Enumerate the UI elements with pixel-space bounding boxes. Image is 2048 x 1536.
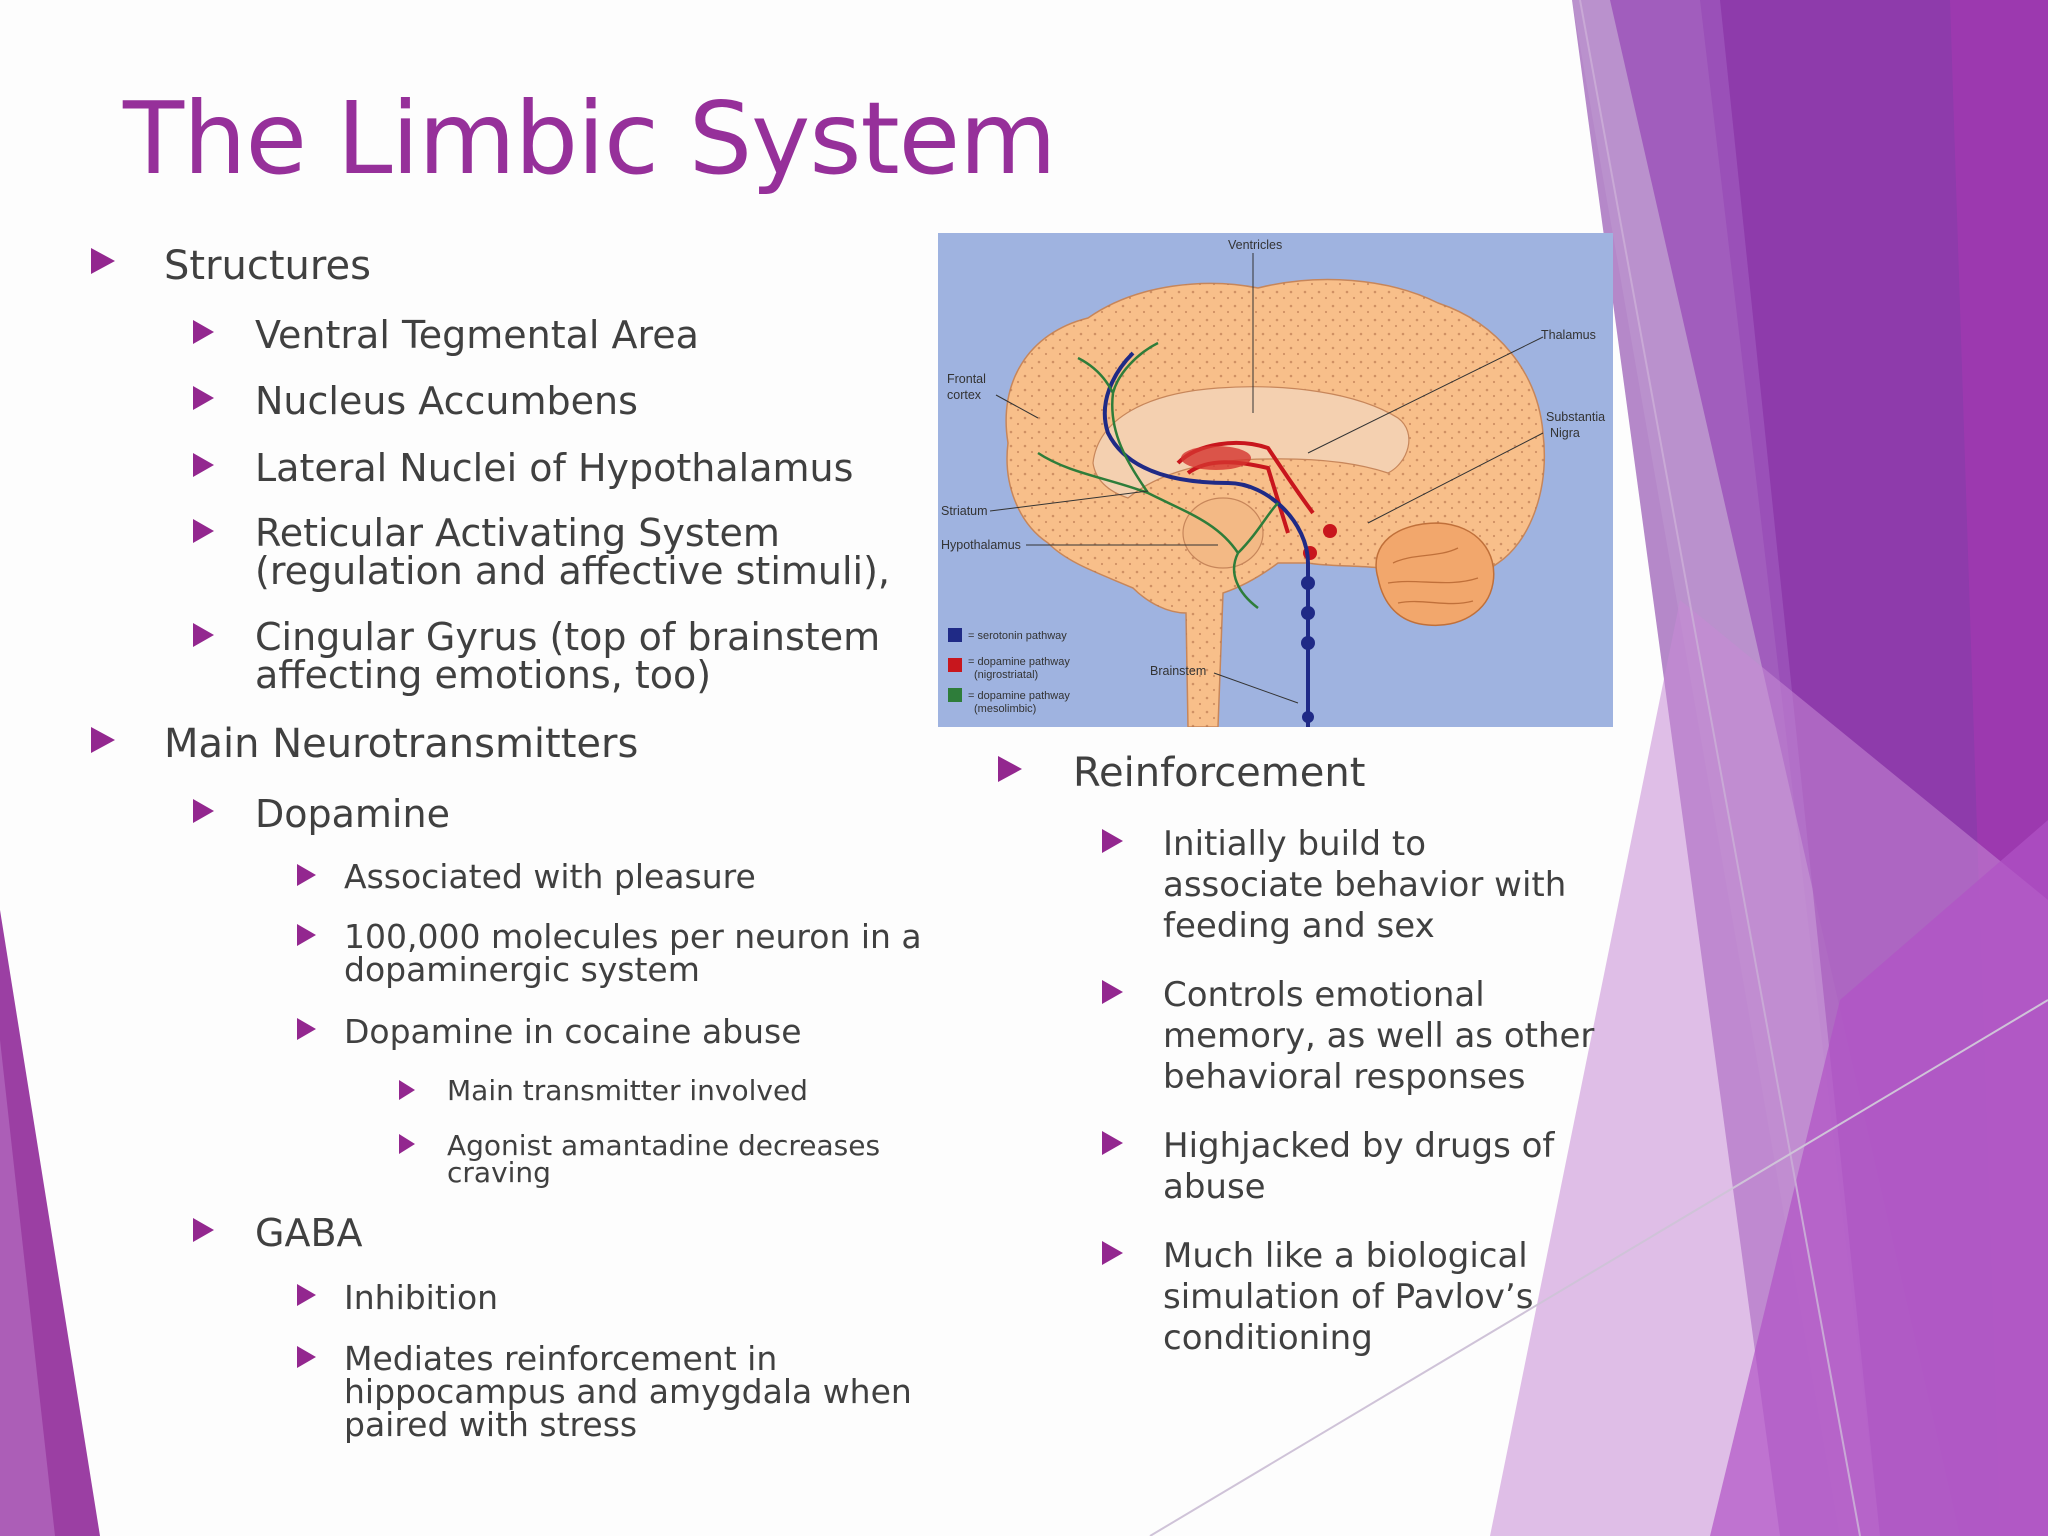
bullet-arrow-icon [297, 1346, 316, 1368]
bullet-arrow-icon [193, 1218, 214, 1242]
reinforcement-item: Controls emotional memory, as well as ot… [1163, 975, 1595, 1097]
legend-serotonin: = serotonin pathway [968, 630, 1067, 642]
legend-mesolimbic-1: = dopamine pathway [968, 690, 1070, 702]
bullet-arrow-icon [193, 320, 214, 344]
dopamine-mesolimbic-path [1037, 341, 1279, 609]
legend-nigrostriatal-1: = dopamine pathway [968, 656, 1070, 668]
bullet-arrow-icon [193, 519, 214, 543]
cocaine-item: Main transmitter involved [447, 1074, 808, 1107]
bullet-arrow-icon [91, 248, 115, 274]
legend-nigrostriatal-swatch [948, 658, 962, 672]
bullet-arrow-icon [193, 623, 214, 647]
gaba-item: Mediates reinforcement in hippocampus an… [344, 1339, 912, 1444]
label-cortex: cortex [947, 388, 982, 402]
structure-item: Nucleus Accumbens [255, 379, 638, 423]
reinforcement-item: Highjacked by drugs of abuse [1163, 1126, 1555, 1207]
bullet-arrow-icon [399, 1080, 415, 1100]
bullet-arrow-icon [297, 1018, 316, 1040]
legend-mesolimbic-swatch [948, 688, 962, 702]
structure-item: Ventral Tegmental Area [255, 313, 699, 357]
label-frontal: Frontal [947, 372, 986, 386]
bullet-arrow-icon [1102, 829, 1123, 853]
cerebellum [1375, 522, 1495, 627]
bullet-arrow-icon [1102, 1131, 1123, 1155]
label-hypothalamus: Hypothalamus [941, 538, 1021, 552]
label-thalamus: Thalamus [1541, 328, 1596, 342]
bullet-arrow-icon [297, 1284, 316, 1306]
bullet-arrow-icon [297, 864, 316, 886]
gaba-item: Inhibition [344, 1278, 499, 1317]
dopamine-item: Dopamine in cocaine abuse [344, 1012, 802, 1051]
neurotransmitters-heading: Main Neurotransmitters [164, 721, 639, 767]
bullet-arrow-icon [193, 386, 214, 410]
structure-item: Reticular Activating System (regulation … [255, 511, 890, 593]
dopamine-item: 100,000 molecules per neuron in a dopami… [344, 917, 922, 989]
gaba-heading: GABA [255, 1211, 363, 1255]
label-brainstem: Brainstem [1150, 664, 1206, 678]
bullet-arrow-icon [91, 727, 115, 753]
label-substantia: Substantia [1546, 410, 1605, 424]
bullet-arrow-icon [193, 453, 214, 477]
legend-mesolimbic-2: (mesolimbic) [974, 703, 1036, 715]
bullet-arrow-icon [1102, 980, 1123, 1004]
reinforcement-item: Much like a biological simulation of Pav… [1163, 1236, 1534, 1358]
bullet-arrow-icon [193, 799, 214, 823]
cocaine-item: Agonist amantadine decreases craving [447, 1129, 881, 1189]
label-striatum: Striatum [941, 504, 988, 518]
reinforcement-item: Initially build to associate behavior wi… [1163, 824, 1567, 946]
structure-item: Cingular Gyrus (top of brainstem affecti… [255, 615, 881, 697]
dopamine-heading: Dopamine [255, 792, 450, 836]
structures-heading: Structures [164, 243, 371, 289]
serotonin-path [1102, 351, 1310, 727]
slide-title: The Limbic System [123, 80, 1057, 197]
legend-nigrostriatal-2: (nigrostriatal) [974, 669, 1038, 681]
label-nigra: Nigra [1550, 426, 1580, 440]
bullet-arrow-icon [1102, 1241, 1123, 1265]
structure-item: Lateral Nuclei of Hypothalamus [255, 446, 854, 490]
bullet-arrow-icon [399, 1134, 415, 1154]
bullet-arrow-icon [297, 924, 316, 946]
label-ventricles: Ventricles [1228, 238, 1282, 252]
brain-pathway-diagram: Ventricles Thalamus Frontal cortex Subst… [938, 233, 1613, 727]
reinforcement-heading: Reinforcement [1073, 750, 1366, 796]
legend-serotonin-swatch [948, 628, 962, 642]
bullet-arrow-icon [998, 756, 1022, 782]
dopamine-item: Associated with pleasure [344, 857, 756, 896]
